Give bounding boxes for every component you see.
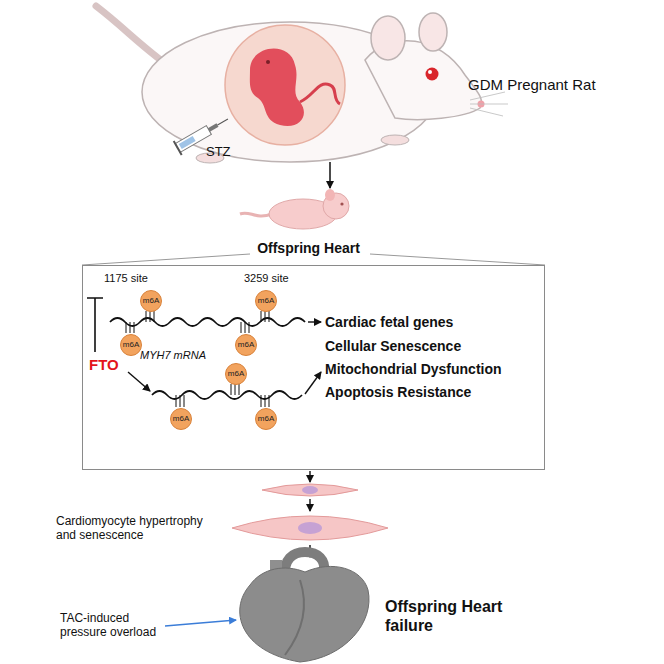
outcome-label: Apoptosis Resistance xyxy=(325,384,471,401)
zoom-line xyxy=(370,254,545,265)
m6a-mark: m6A xyxy=(235,334,257,356)
outcome-label: Mitochondrial Dysfunction xyxy=(325,361,502,378)
flow-arrow xyxy=(329,162,331,188)
outcome-label: Cellular Senescence xyxy=(325,338,461,355)
pressure-arrow xyxy=(165,620,236,626)
cardiomyocyte xyxy=(262,484,358,496)
flow-arrow xyxy=(309,471,310,482)
flow-arrow xyxy=(305,372,321,394)
heart xyxy=(240,552,369,662)
gene-label: FTO xyxy=(89,356,119,374)
m6a-mark: m6A xyxy=(255,290,277,312)
node-heading: Offspring Heart xyxy=(83,240,544,256)
node-text: m6A xyxy=(173,415,189,423)
node-text: m6A xyxy=(143,297,159,305)
pregnant-rat xyxy=(96,6,508,163)
transcript-label: MYH7 mRNA xyxy=(140,349,206,362)
flow-arrow xyxy=(309,499,310,511)
node-text: m6A xyxy=(258,415,274,423)
m6a-mark: m6A xyxy=(140,290,162,312)
node-text: m6A xyxy=(238,341,254,349)
m6a-mark: m6A xyxy=(225,363,247,385)
hypertrophic-cardiomyocyte xyxy=(232,516,388,540)
node-text: m6A xyxy=(228,370,244,378)
outcome-label: Offspring Heart failure xyxy=(385,597,505,635)
node-text: m6A xyxy=(123,341,139,349)
title-label: GDM Pregnant Rat xyxy=(468,76,596,94)
m6a-mark: m6A xyxy=(170,408,192,430)
m6a-mark: m6A xyxy=(120,334,142,356)
mrna-strand xyxy=(152,391,302,399)
node-text: m6A xyxy=(258,297,274,305)
modification-ticks xyxy=(126,311,269,407)
site-label: 1175 site xyxy=(104,272,148,285)
zoom-line xyxy=(82,254,250,265)
inhibition-bar xyxy=(87,298,103,352)
offspring-rat xyxy=(240,189,349,229)
drug-label: STZ xyxy=(206,144,231,160)
process-label: Cardiomyocyte hypertrophy and senescence xyxy=(56,514,216,543)
m6a-mark: m6A xyxy=(255,408,277,430)
site-label: 3259 site xyxy=(244,272,289,285)
flow-arrow xyxy=(308,321,321,322)
mrna-strand xyxy=(110,318,305,326)
flow-arrow xyxy=(128,372,150,391)
process-label: TAC-induced pressure overload xyxy=(60,611,170,640)
outcome-label: Cardiac fetal genes xyxy=(325,314,453,331)
